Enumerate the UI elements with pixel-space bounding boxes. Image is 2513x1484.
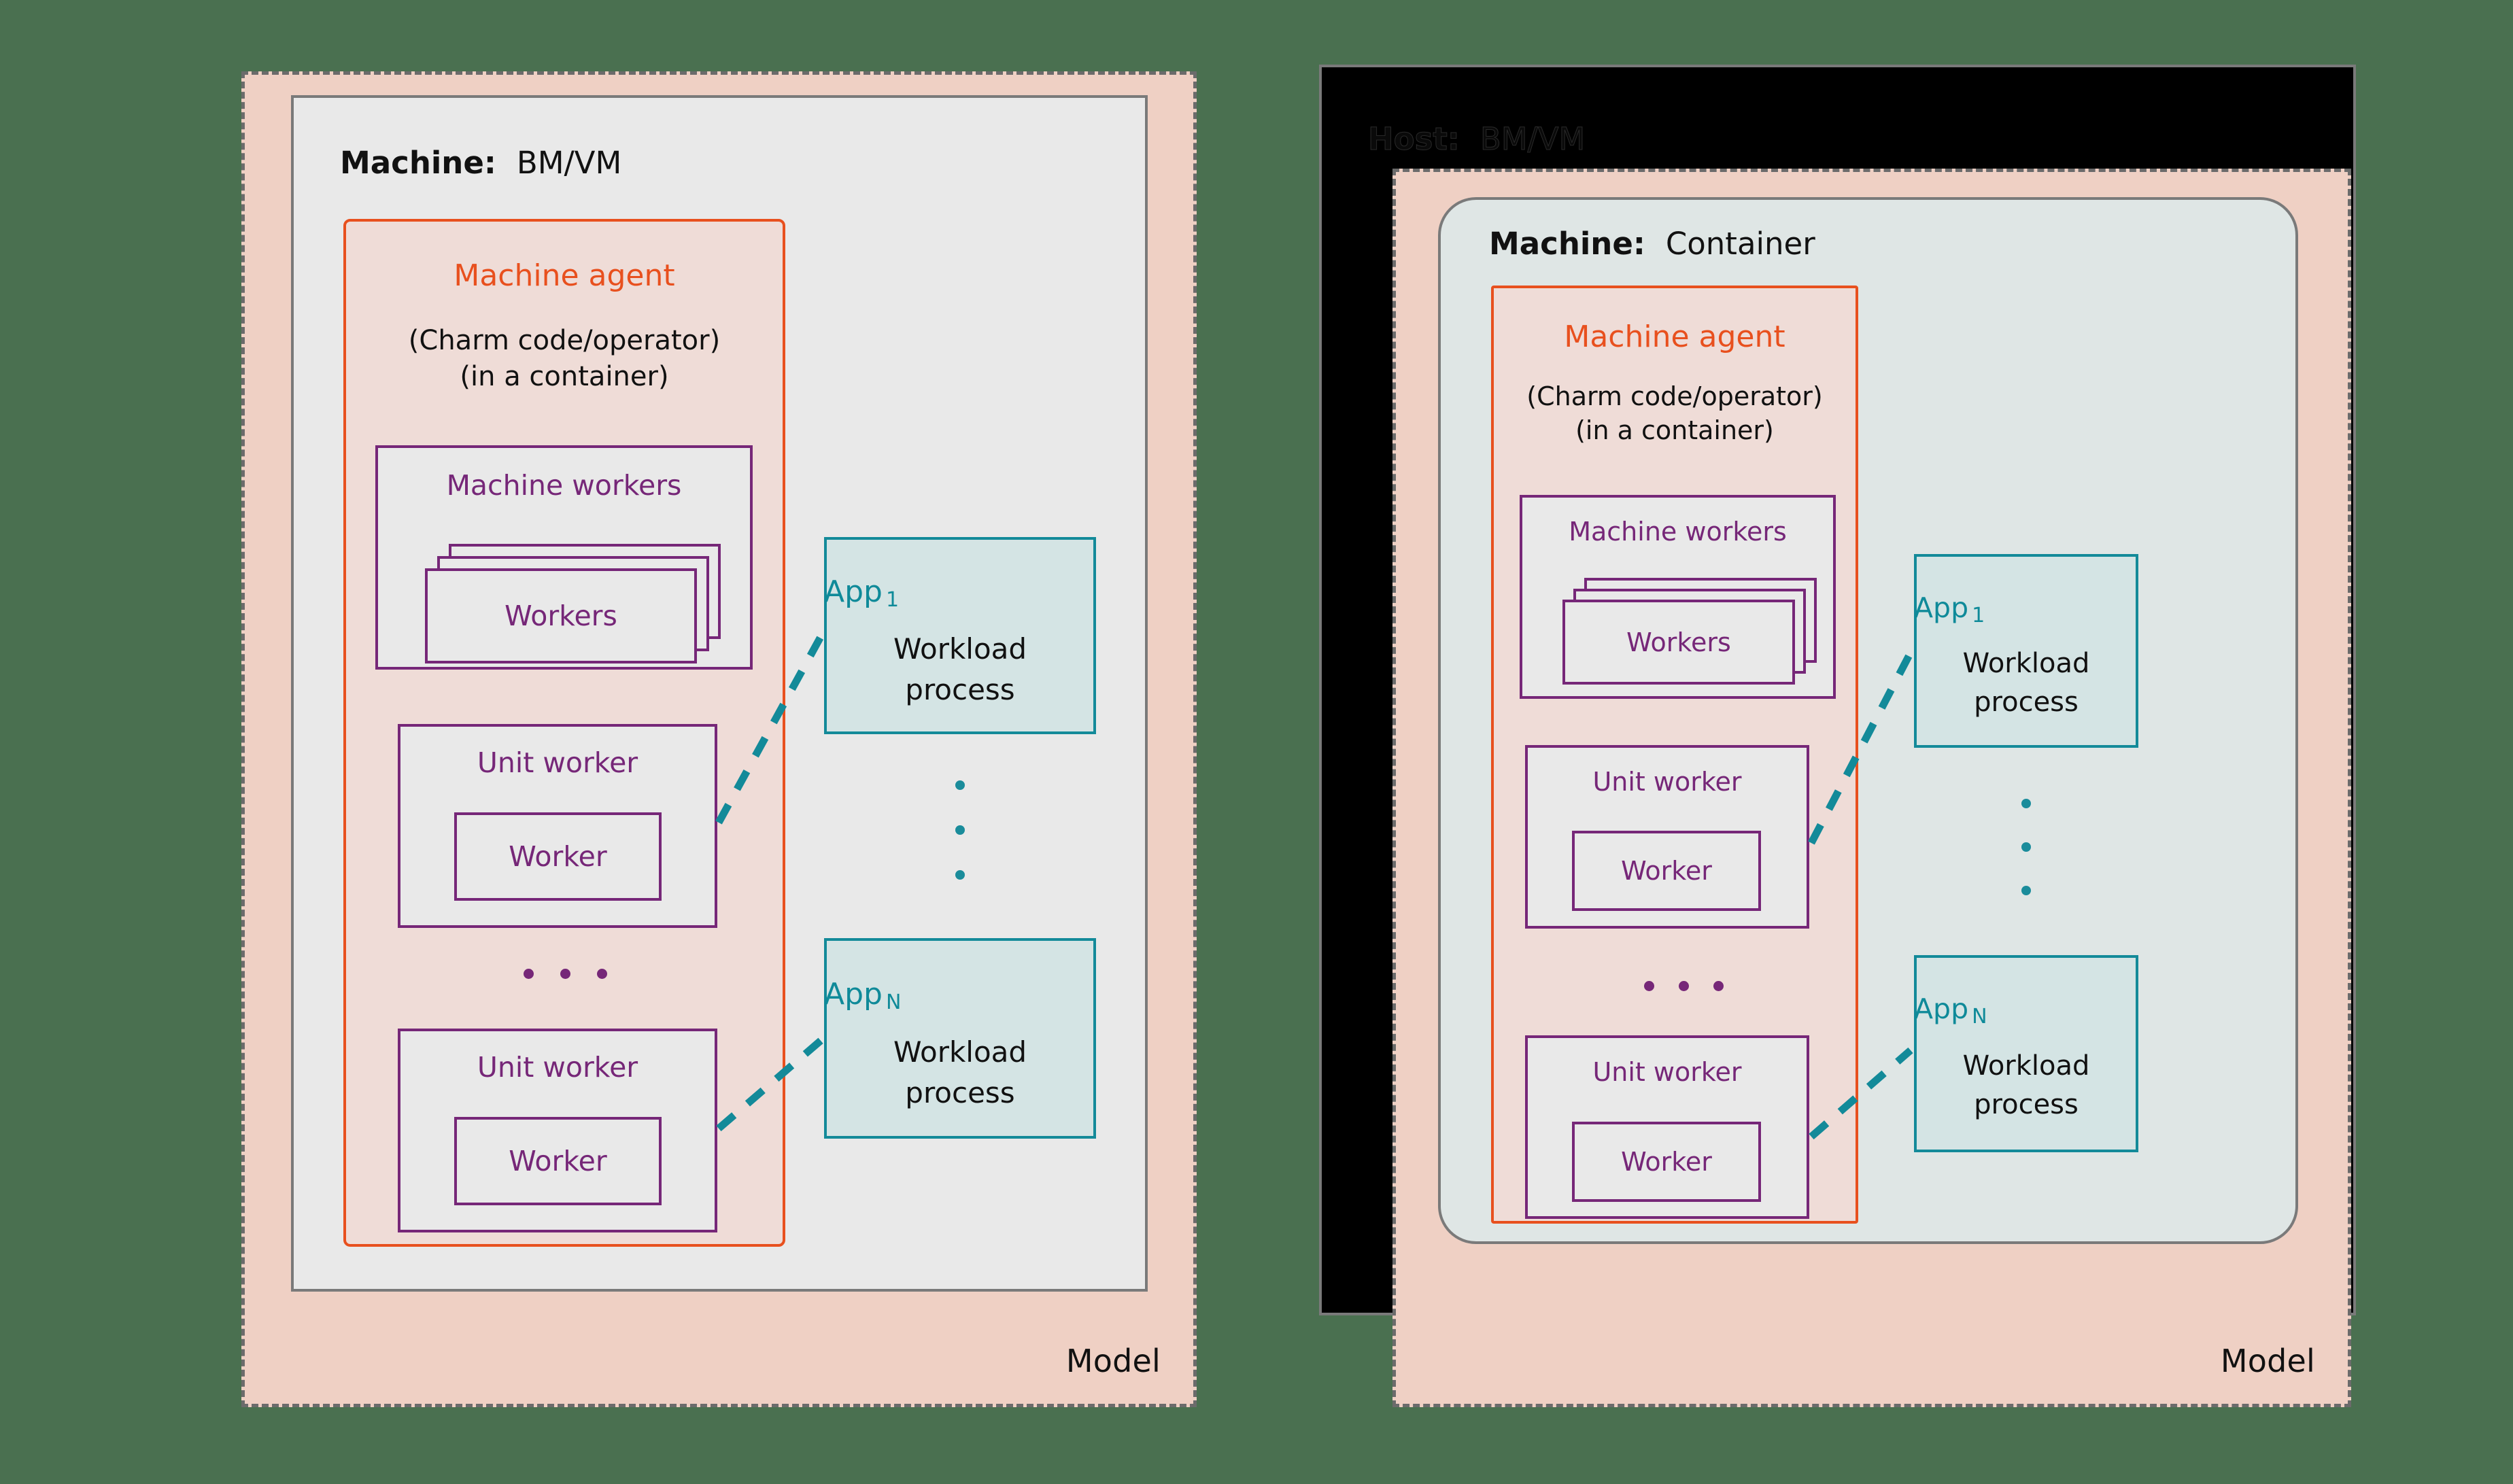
unit-worker-title-2-right: Unit worker bbox=[1592, 1057, 1742, 1087]
app-index-1-left: 1 bbox=[885, 587, 900, 612]
machine-agent-sub-line1-left: (Charm code/operator) bbox=[408, 325, 721, 356]
unit-worker-label-1-right: Worker bbox=[1621, 856, 1712, 886]
app-ellipsis-left bbox=[955, 780, 965, 880]
app-box-2-left bbox=[824, 938, 1096, 1139]
right-diagram-panel: Host: BM/VM Model Machine: Container Mac… bbox=[1224, 0, 2513, 1484]
model-label-left: Model bbox=[1065, 1343, 1161, 1379]
machine-agent-subtitle-left: (Charm code/operator) (in a container) bbox=[343, 323, 785, 395]
unit-worker-label-1-left: Worker bbox=[509, 840, 607, 873]
app-box-1-left bbox=[824, 537, 1096, 734]
app-index-1-right: 1 bbox=[1972, 603, 1985, 627]
host-title-right: Host: BM/VM bbox=[1368, 121, 1586, 158]
machine-title-right: Machine: Container bbox=[1489, 226, 1815, 262]
model-label-right: Model bbox=[2220, 1343, 2315, 1379]
unit-worker-inner-2-right: Worker bbox=[1572, 1122, 1761, 1202]
app-body-line2-2-right: process bbox=[1974, 1088, 2079, 1120]
app-box-1-right bbox=[1914, 554, 2138, 748]
machine-workers-title-left: Machine workers bbox=[446, 469, 682, 502]
workers-stack-label-left: Workers bbox=[505, 600, 617, 632]
machine-title-prefix-left: Machine: bbox=[340, 145, 507, 181]
unit-worker-inner-1-left: Worker bbox=[454, 812, 662, 901]
unit-worker-label-2-left: Worker bbox=[509, 1145, 607, 1177]
unit-worker-inner-1-right: Worker bbox=[1572, 831, 1761, 911]
unit-worker-title-1-right: Unit worker bbox=[1592, 767, 1742, 797]
machine-workers-title-right: Machine workers bbox=[1569, 517, 1787, 547]
app-name-2-right: App bbox=[1914, 993, 1969, 1025]
machine-agent-title-right: Machine agent bbox=[1564, 320, 1785, 354]
app-name-1-right: App bbox=[1914, 591, 1969, 624]
workers-stack-front-left: Workers bbox=[425, 568, 697, 663]
machine-agent-sub-line2-right: (in a container) bbox=[1575, 415, 1774, 446]
unit-worker-ellipsis-right bbox=[1644, 981, 1724, 991]
app-body-2-right: Workload process bbox=[1914, 1047, 2138, 1124]
machine-title-prefix-right: Machine: bbox=[1489, 226, 1656, 262]
app-name-2-left: App bbox=[824, 977, 883, 1012]
app-body-2-left: Workload process bbox=[824, 1032, 1096, 1113]
host-title-value-right: BM/VM bbox=[1480, 121, 1586, 158]
app-index-2-left: N bbox=[885, 990, 902, 1014]
app-body-line1-1-left: Workload bbox=[893, 632, 1027, 666]
app-index-2-right: N bbox=[1972, 1004, 1987, 1029]
workers-stack-label-right: Workers bbox=[1626, 627, 1731, 657]
app-body-line2-1-right: process bbox=[1974, 686, 2079, 718]
machine-title-value-right: Container bbox=[1665, 226, 1815, 262]
app-body-line1-1-right: Workload bbox=[1962, 648, 2090, 679]
app-name-1-left: App bbox=[824, 574, 883, 609]
app-body-1-left: Workload process bbox=[824, 629, 1096, 710]
app-box-2-right bbox=[1914, 955, 2138, 1152]
unit-worker-label-2-right: Worker bbox=[1621, 1147, 1712, 1177]
app-body-line1-2-left: Workload bbox=[893, 1035, 1027, 1069]
machine-agent-title-left: Machine agent bbox=[454, 258, 675, 293]
app-ellipsis-right bbox=[2021, 799, 2031, 895]
unit-worker-title-1-left: Unit worker bbox=[477, 746, 638, 779]
app-body-1-right: Workload process bbox=[1914, 644, 2138, 722]
machine-title-value-left: BM/VM bbox=[516, 145, 622, 181]
left-diagram-panel: Model Machine: BM/VM Machine agent (Char… bbox=[0, 0, 1224, 1484]
machine-agent-sub-line1-right: (Charm code/operator) bbox=[1526, 381, 1823, 411]
app-body-line1-2-right: Workload bbox=[1962, 1050, 2090, 1082]
workers-stack-front-right: Workers bbox=[1562, 600, 1795, 685]
unit-worker-title-2-left: Unit worker bbox=[477, 1051, 638, 1084]
machine-title-left: Machine: BM/VM bbox=[340, 145, 621, 181]
unit-worker-ellipsis-left bbox=[524, 969, 607, 979]
app-body-line2-2-left: process bbox=[905, 1075, 1015, 1109]
unit-worker-inner-2-left: Worker bbox=[454, 1117, 662, 1205]
app-body-line2-1-left: process bbox=[905, 672, 1015, 706]
machine-agent-subtitle-right: (Charm code/operator) (in a container) bbox=[1491, 379, 1858, 447]
machine-agent-sub-line2-left: (in a container) bbox=[460, 360, 669, 392]
host-title-prefix-right: Host: bbox=[1368, 121, 1471, 158]
